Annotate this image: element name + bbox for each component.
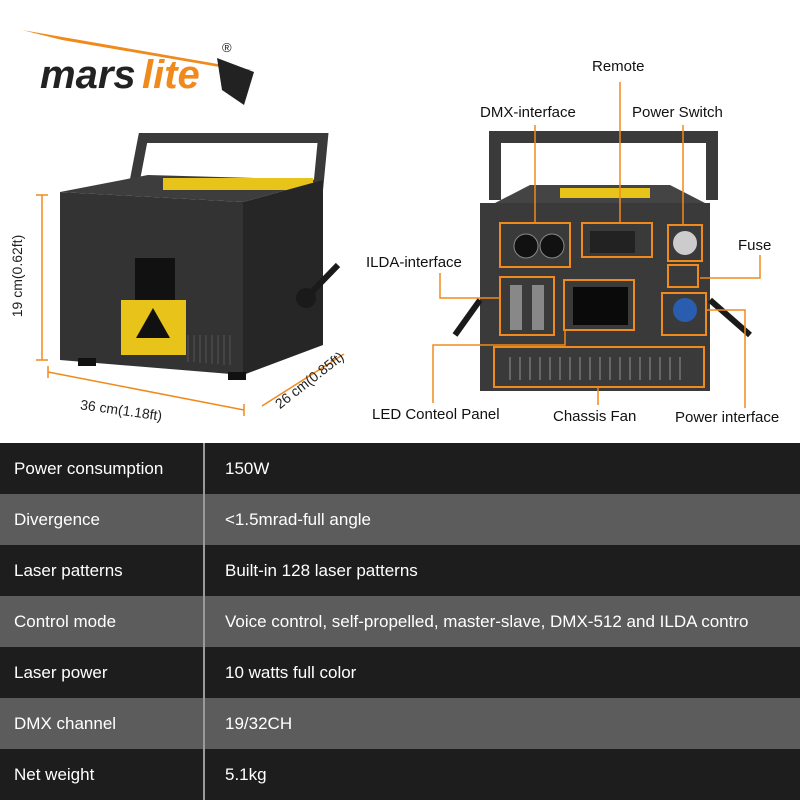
product-image-area: mars lite ® bbox=[9, 30, 780, 426]
spec-row: Laser power 10 watts full color bbox=[0, 647, 800, 698]
spec-row: Laser patterns Built-in 128 laser patter… bbox=[0, 545, 800, 596]
callout-lines bbox=[432, 82, 761, 408]
chassis-fan-label: Chassis Fan bbox=[553, 408, 637, 425]
spec-label: Divergence bbox=[0, 494, 205, 545]
remote-label: Remote bbox=[592, 58, 645, 75]
power-switch-label: Power Switch bbox=[632, 104, 723, 121]
spec-row: Net weight 5.1kg bbox=[0, 749, 800, 800]
spec-row: Divergence <1.5mrad-full angle bbox=[0, 494, 800, 545]
led-control-panel-label: LED Conteol Panel bbox=[372, 406, 500, 423]
fuse-label: Fuse bbox=[738, 237, 772, 254]
svg-text:lite: lite bbox=[142, 53, 200, 97]
spec-label: Laser patterns bbox=[0, 545, 205, 596]
spec-label: Power consumption bbox=[0, 443, 205, 494]
spec-label: Control mode bbox=[0, 596, 205, 647]
spec-value: 10 watts full color bbox=[225, 662, 357, 682]
spec-row: Control mode Voice control, self-propell… bbox=[0, 596, 800, 647]
power-interface-label: Power interface bbox=[675, 409, 780, 426]
ilda-interface-label: ILDA-interface bbox=[366, 254, 462, 271]
dmx-interface-label: DMX-interface bbox=[480, 104, 576, 121]
laser-unit-rear-view bbox=[452, 131, 752, 391]
svg-text:mars: mars bbox=[40, 53, 136, 97]
spec-value: <1.5mrad-full angle bbox=[225, 509, 372, 529]
marslite-logo: mars lite bbox=[22, 30, 254, 105]
laser-unit-front-view bbox=[60, 133, 341, 380]
spec-row: DMX channel 19/32CH bbox=[0, 698, 800, 749]
dimension-lines bbox=[36, 194, 345, 416]
spec-label: Laser power bbox=[0, 647, 205, 698]
spec-value: 5.1kg bbox=[225, 764, 267, 784]
spec-row: Power consumption 150W bbox=[0, 443, 800, 494]
spec-value: 19/32CH bbox=[225, 713, 293, 733]
spec-value: 150W bbox=[225, 458, 270, 478]
spec-label: Net weight bbox=[0, 749, 205, 800]
spec-value: Built-in 128 laser patterns bbox=[225, 560, 418, 580]
spec-table: Power consumption 150W Divergence <1.5mr… bbox=[0, 443, 800, 800]
spec-label: DMX channel bbox=[0, 698, 205, 749]
spec-value: Voice control, self-propelled, master-sl… bbox=[225, 611, 749, 631]
registered-mark: ® bbox=[222, 40, 232, 55]
